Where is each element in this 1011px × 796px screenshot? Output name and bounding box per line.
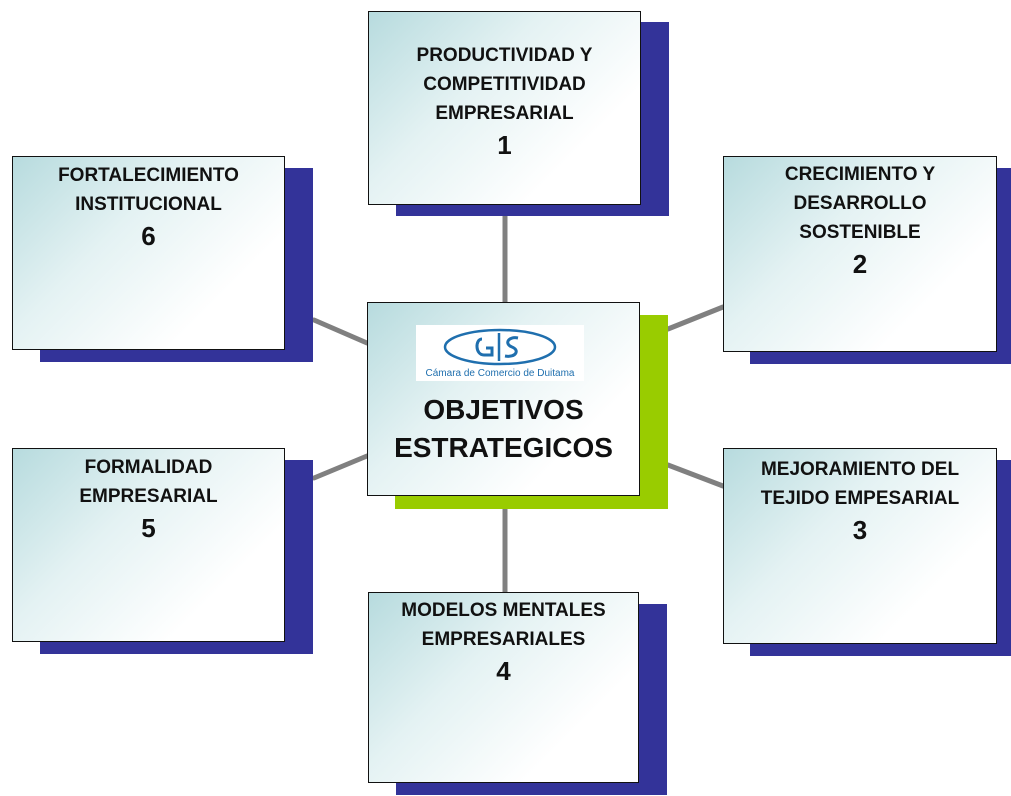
objective-number: 1 (497, 130, 512, 160)
objective-box-4: MODELOS MENTALES EMPRESARIALES 4 (368, 592, 639, 783)
objective-title-line: EMPRESARIAL (79, 486, 218, 507)
center-box: Cámara de Comercio de Duitama OBJETIVOS … (367, 302, 640, 496)
connector-6 (311, 317, 370, 346)
objective-title-line: FORTALECIMIENTO (58, 165, 239, 186)
objective-box-5: FORMALIDAD EMPRESARIAL 5 (12, 448, 285, 642)
objective-title-line: PRODUCTIVIDAD Y (416, 45, 593, 66)
connector-3 (665, 462, 726, 489)
objective-title-line: EMPRESARIAL (435, 103, 574, 124)
connector-2 (665, 304, 726, 332)
objective-title-line: MEJORAMIENTO DEL (760, 459, 960, 480)
objective-box-1: PRODUCTIVIDAD Y COMPETITIVIDAD EMPRESARI… (368, 11, 641, 205)
objective-box-6: FORTALECIMIENTO INSTITUCIONAL 6 (12, 156, 285, 350)
objective-title-line: CRECIMIENTO Y (784, 164, 936, 185)
objective-title-line: MODELOS MENTALES (401, 600, 606, 621)
objective-title-line: COMPETITIVIDAD (423, 74, 586, 95)
objective-number: 3 (852, 515, 868, 545)
objective-title-line: EMPRESARIALES (421, 629, 586, 650)
objective-number: 5 (141, 513, 156, 543)
center-title-line: OBJETIVOS (423, 394, 584, 425)
objective-title-line: TEJIDO EMPESARIAL (760, 488, 960, 509)
objective-title-line: INSTITUCIONAL (75, 194, 222, 215)
objective-box-2: CRECIMIENTO Y DESARROLLO SOSTENIBLE 2 (723, 156, 997, 352)
connector-5 (311, 453, 370, 481)
objective-number: 6 (141, 221, 156, 251)
objective-title-line: FORMALIDAD (84, 457, 213, 478)
logo-caption: Cámara de Comercio de Duitama (425, 368, 575, 379)
camara-comercio-logo: Cámara de Comercio de Duitama (416, 325, 584, 381)
objective-number: 4 (496, 656, 511, 686)
center-title-line: ESTRATEGICOS (394, 432, 613, 463)
camara-comercio-logo-icon (443, 328, 557, 366)
objective-number: 2 (852, 249, 868, 279)
objective-title-line: SOSTENIBLE (799, 222, 921, 243)
objective-box-3: MEJORAMIENTO DEL TEJIDO EMPESARIAL 3 (723, 448, 997, 644)
objective-title-line: DESARROLLO (793, 193, 927, 214)
